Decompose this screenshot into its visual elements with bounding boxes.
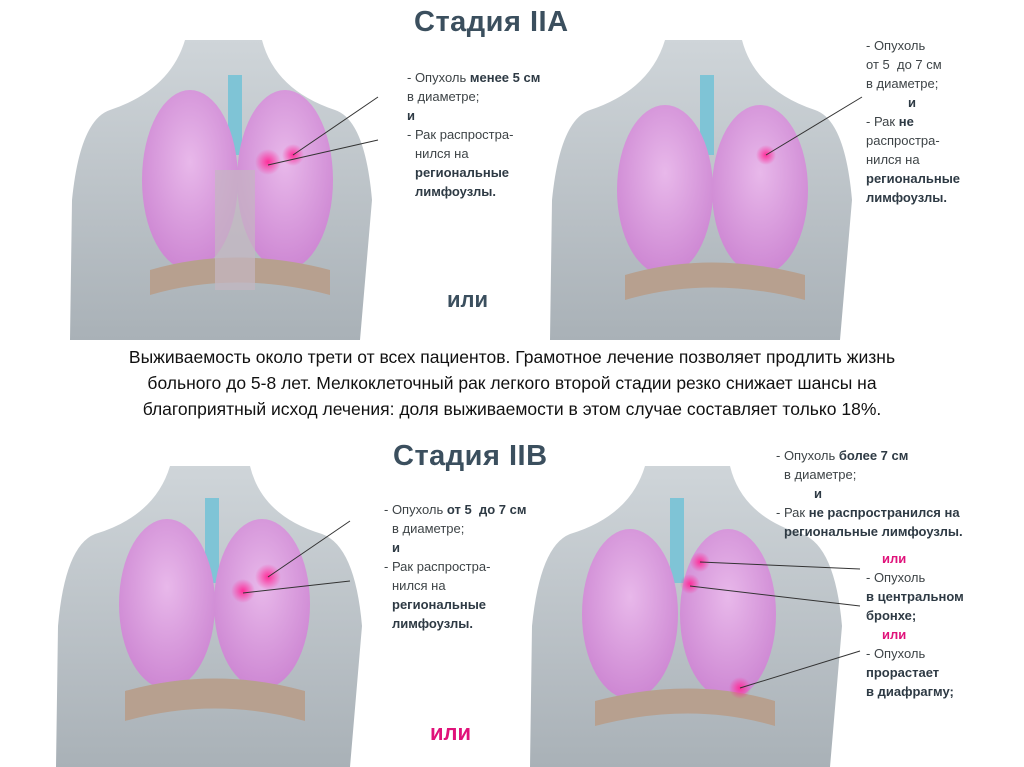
note-emphasis: менее 5 см <box>469 70 541 85</box>
or-label: или <box>447 287 489 312</box>
note-text: - Опухоль <box>866 646 926 661</box>
lung-right <box>712 105 808 275</box>
lung-left <box>582 529 678 699</box>
note-emphasis: прорастает <box>866 665 940 680</box>
lung-right <box>680 529 776 699</box>
pointer-line <box>267 520 351 578</box>
torso-4 <box>530 466 861 767</box>
note-emphasis: региональные <box>866 171 961 186</box>
note-emphasis: лимфоузлы. <box>392 616 473 631</box>
note-emphasis: в центральном <box>866 589 964 604</box>
stage-iia-left-note: - Опухоль менее 5 см в диаметре; и - Рак… <box>407 68 540 201</box>
note-emphasis: региональные <box>415 165 510 180</box>
note-text: - Рак распростра- <box>407 127 514 142</box>
note-text: от 5 <box>866 57 890 72</box>
note-emphasis: до 7 см <box>478 502 527 517</box>
note-emphasis: не <box>898 114 914 129</box>
stage-iib-right-note: - Опухоль более 7 см в диаметре; и - Рак… <box>776 446 963 541</box>
note-text: в диаметре; <box>392 521 465 536</box>
stage-iia-title: Стадия IIA <box>414 6 569 38</box>
stage-iib-right-note-options: или - Опухоль в центральном бронхе; или … <box>866 549 964 701</box>
pointer-line <box>689 585 861 607</box>
torso-3 <box>56 466 362 767</box>
mediastinum <box>215 170 255 290</box>
stage-iib-left-note: - Опухоль от 5 до 7 см в диаметре; и - Р… <box>384 500 526 633</box>
note-conjunction: и <box>407 108 415 123</box>
diaphragm <box>625 262 805 300</box>
note-text: - Рак <box>776 505 809 520</box>
note-text: - Опухоль <box>384 502 447 517</box>
or-label: или <box>430 720 472 745</box>
pointer-line <box>765 96 863 156</box>
survival-paragraph: Выживаемость около трети от всех пациент… <box>40 344 984 422</box>
lung-left <box>142 90 238 270</box>
note-emphasis: бронхе; <box>866 608 917 623</box>
torso-2 <box>550 40 863 340</box>
tumor-central-bronchus <box>680 574 700 594</box>
note-text: нился на <box>392 578 446 593</box>
trachea <box>700 75 714 155</box>
note-emphasis: региональные <box>392 597 487 612</box>
pointer-line <box>267 139 379 166</box>
pointer-line <box>242 580 351 594</box>
note-text: в диаметре; <box>866 76 939 91</box>
note-text: нился на <box>415 146 469 161</box>
or-label: или <box>882 551 907 566</box>
note-emphasis: от 5 <box>446 502 472 517</box>
note-text: в диаметре; <box>784 467 857 482</box>
note-text: распростра- <box>866 133 940 148</box>
note-conjunction: и <box>392 540 400 555</box>
paragraph-line: благоприятный исход лечения: доля выжива… <box>142 399 882 419</box>
stage-iia-illustration <box>70 40 863 340</box>
lung-left <box>617 105 713 275</box>
note-emphasis: региональные лимфоузлы. <box>784 524 963 539</box>
stage-iib-illustration <box>56 466 861 767</box>
note-text: - Опухоль <box>407 70 470 85</box>
note-emphasis: в диафрагму; <box>866 684 954 699</box>
note-emphasis: не распространился на <box>808 505 960 520</box>
stage-iib-title: Стадия IIB <box>393 440 548 472</box>
diaphragm <box>595 688 775 726</box>
lung-left <box>119 519 215 689</box>
paragraph-line: Выживаемость около трети от всех пациент… <box>128 347 896 367</box>
stage-iia-right-note: - Опухоль от 5 до 7 см в диаметре; и - Р… <box>866 36 960 207</box>
note-text: - Опухоль <box>866 570 926 585</box>
pointer-line <box>739 650 861 689</box>
pointer-line <box>699 561 861 570</box>
lung-right <box>214 519 310 689</box>
lung-right <box>237 90 333 270</box>
note-emphasis: более 7 см <box>838 448 909 463</box>
note-text: - Рак <box>866 114 899 129</box>
note-text: в диаметре; <box>407 89 480 104</box>
note-text: - Рак распростра- <box>384 559 491 574</box>
pointer-line <box>292 96 379 156</box>
note-text: нился на <box>866 152 920 167</box>
trachea <box>670 498 684 583</box>
note-text: до 7 см <box>896 57 942 72</box>
torso-1 <box>70 40 379 340</box>
note-emphasis: лимфоузлы. <box>866 190 947 205</box>
note-text: - Опухоль <box>866 38 926 53</box>
diaphragm <box>125 678 305 721</box>
stage-iib-panel: Стадия IIB - Опухоль от 5 до 7 см в диам… <box>0 436 1024 767</box>
paragraph-line: больного до 5-8 лет. Мелкоклеточный рак … <box>147 373 877 393</box>
lymph-node <box>231 579 255 603</box>
note-conjunction: и <box>814 486 822 501</box>
stage-iia-panel: Стадия IIA - Опухоль менее 5 см в диамет… <box>0 0 1024 340</box>
note-text: - Опухоль <box>776 448 839 463</box>
or-label: или <box>882 627 907 642</box>
lymph-node <box>255 149 281 175</box>
note-conjunction: и <box>908 95 916 110</box>
note-emphasis: лимфоузлы. <box>415 184 496 199</box>
